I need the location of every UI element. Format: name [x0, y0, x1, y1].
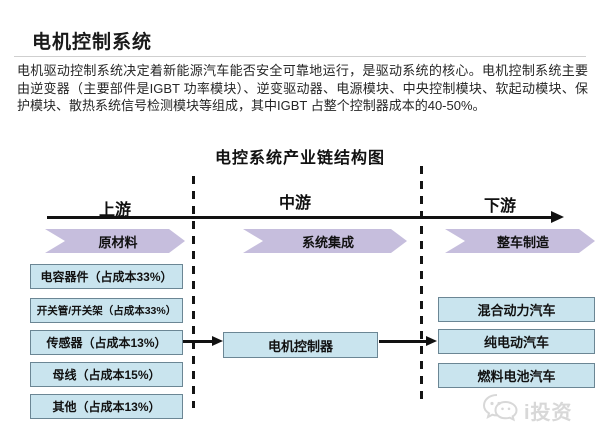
- page-title: 电机控制系统: [32, 32, 153, 53]
- intro-paragraph: 电机驱动控制系统决定着新能源汽车能否安全可靠地运行，是驱动系统的核心。电机控制系…: [17, 63, 588, 113]
- motor-controller-box: 电机控制器: [223, 332, 378, 358]
- component-box-sensor: 传感器（占成本13%）: [30, 330, 183, 355]
- flow-arrow-upstream-to-controller: [183, 340, 213, 343]
- title-divider: [14, 56, 586, 57]
- chevron-raw-materials: 原材料: [45, 229, 185, 253]
- flow-arrow-controller-to-vehicles: [379, 340, 427, 343]
- component-box-other: 其他（占成本13%）: [30, 394, 183, 419]
- stage-label-midstream: 中游: [278, 195, 311, 212]
- flow-arrow-head-icon: [212, 336, 223, 346]
- dashed-divider-midstream-downstream: [420, 166, 423, 406]
- watermark: i投资: [482, 393, 573, 428]
- chevron-vehicle-manufacturing: 整车制造: [445, 229, 595, 253]
- diagram-title: 电控系统产业链结构图: [214, 150, 385, 167]
- stage-label-upstream: 上游: [98, 202, 131, 219]
- flow-arrow-head-icon: [426, 336, 437, 346]
- chevron-system-integration: 系统集成: [243, 229, 407, 253]
- product-box-fuel-cell-vehicle: 燃料电池汽车: [438, 363, 595, 388]
- dashed-divider-upstream-midstream: [192, 176, 195, 408]
- wechat-icon: [482, 393, 520, 428]
- product-box-pure-electric-vehicle: 纯电动汽车: [438, 329, 595, 354]
- component-box-busbar: 母线（占成本15%）: [30, 362, 183, 387]
- component-box-switch-tube: 开关管/开关架（占成本33%）: [30, 298, 183, 323]
- component-box-capacitors: 电容器件（占成本33%）: [30, 264, 183, 289]
- watermark-text: i投资: [524, 402, 573, 424]
- product-box-hybrid-vehicle: 混合动力汽车: [438, 297, 595, 322]
- timeline-arrow-head-icon: [551, 211, 564, 223]
- timeline-arrow: [47, 216, 552, 219]
- stage-label-downstream: 下游: [483, 198, 516, 215]
